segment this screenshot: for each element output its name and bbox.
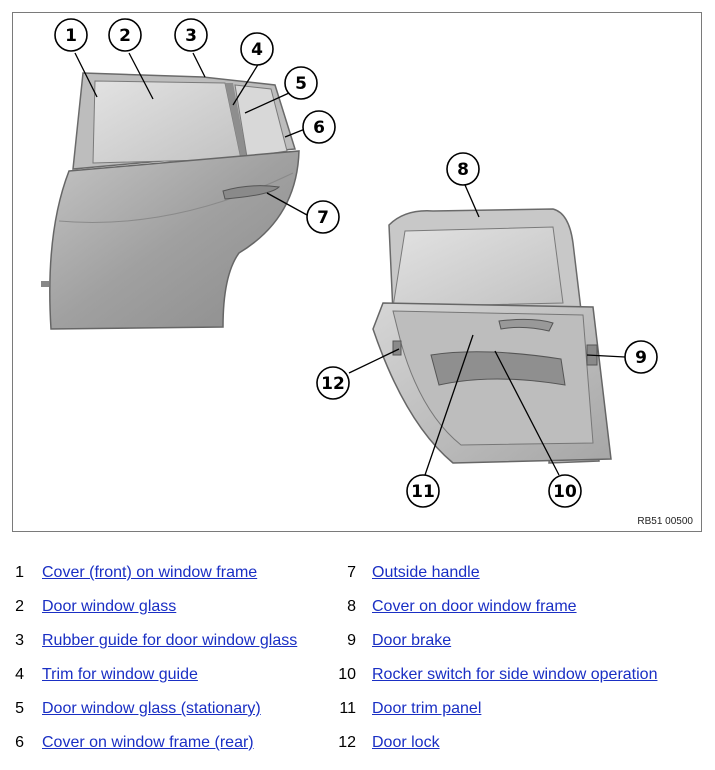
svg-text:11: 11 [411, 482, 435, 502]
legend-link-rocker-switch[interactable]: Rocker switch for side window operation [372, 666, 658, 683]
legend-item: 11 Door trim panel [330, 698, 710, 720]
svg-text:6: 6 [313, 118, 325, 138]
svg-text:8: 8 [457, 160, 469, 180]
svg-text:12: 12 [321, 374, 345, 394]
legend-link-cover-rear[interactable]: Cover on window frame (rear) [42, 734, 254, 751]
door-illustration: 1 2 3 4 5 6 7 8 [41, 18, 658, 508]
figure-code: RB51 00500 [637, 516, 693, 527]
diagram-figure: 1 2 3 4 5 6 7 8 [12, 12, 702, 532]
legend-item: 12 Door lock [330, 732, 710, 754]
legend-item: 1 Cover (front) on window frame [0, 562, 330, 584]
callout-2: 2 [108, 18, 142, 52]
legend-number: 7 [347, 564, 356, 581]
legend-link-stationary-glass[interactable]: Door window glass (stationary) [42, 700, 261, 717]
svg-text:7: 7 [317, 208, 329, 228]
callout-5: 5 [284, 66, 318, 100]
svg-text:2: 2 [119, 26, 131, 46]
svg-text:10: 10 [553, 482, 577, 502]
callout-12: 12 [316, 366, 350, 400]
legend-link-door-trim-panel[interactable]: Door trim panel [372, 700, 482, 717]
callout-1: 1 [54, 18, 88, 52]
legend-number: 12 [338, 734, 356, 751]
legend-link-door-lock[interactable]: Door lock [372, 734, 440, 751]
legend-number: 5 [15, 700, 24, 717]
legend-number: 2 [15, 598, 24, 615]
svg-text:5: 5 [295, 74, 307, 94]
callout-6: 6 [302, 110, 336, 144]
callout-9: 9 [624, 340, 658, 374]
legend-number: 6 [15, 734, 24, 751]
svg-text:3: 3 [185, 26, 197, 46]
leader-lines [74, 52, 626, 476]
legend-link-door-brake[interactable]: Door brake [372, 632, 452, 649]
callout-10: 10 [548, 474, 582, 508]
svg-text:4: 4 [251, 40, 263, 60]
legend-number: 9 [347, 632, 356, 649]
callout-8: 8 [446, 152, 480, 186]
legend-link-cover-door-window-frame[interactable]: Cover on door window frame [372, 598, 577, 615]
legend-item: 5 Door window glass (stationary) [0, 698, 330, 720]
legend-link-door-window-glass[interactable]: Door window glass [42, 598, 177, 615]
callout-7: 7 [306, 200, 340, 234]
inner-door [372, 208, 612, 464]
legend-number: 1 [15, 564, 24, 581]
legend-link-rubber-guide[interactable]: Rubber guide for door window glass [42, 632, 298, 649]
legend-number: 8 [347, 598, 356, 615]
legend-item: 3 Rubber guide for door window glass [0, 630, 330, 652]
legend-item: 9 Door brake [330, 630, 710, 652]
outer-door [41, 72, 300, 330]
callout-4: 4 [240, 32, 274, 66]
svg-text:1: 1 [65, 26, 77, 46]
legend-item: 6 Cover on window frame (rear) [0, 732, 330, 754]
legend-link-outside-handle[interactable]: Outside handle [372, 564, 480, 581]
callout-11: 11 [406, 474, 440, 508]
legend-link-cover-front[interactable]: Cover (front) on window frame [42, 564, 258, 581]
legend-number: 10 [338, 666, 356, 683]
legend-number: 11 [339, 700, 356, 717]
svg-text:9: 9 [635, 348, 647, 368]
legend-item: 7 Outside handle [330, 562, 710, 584]
callout-3: 3 [174, 18, 208, 52]
legend-link-trim-window-guide[interactable]: Trim for window guide [42, 666, 198, 683]
legend-item: 4 Trim for window guide [0, 664, 330, 686]
legend-number: 3 [15, 632, 24, 649]
legend-item: 10 Rocker switch for side window operati… [330, 664, 710, 686]
legend-number: 4 [15, 666, 24, 683]
legend-item: 2 Door window glass [0, 596, 330, 618]
legend-item: 8 Cover on door window frame [330, 596, 710, 618]
